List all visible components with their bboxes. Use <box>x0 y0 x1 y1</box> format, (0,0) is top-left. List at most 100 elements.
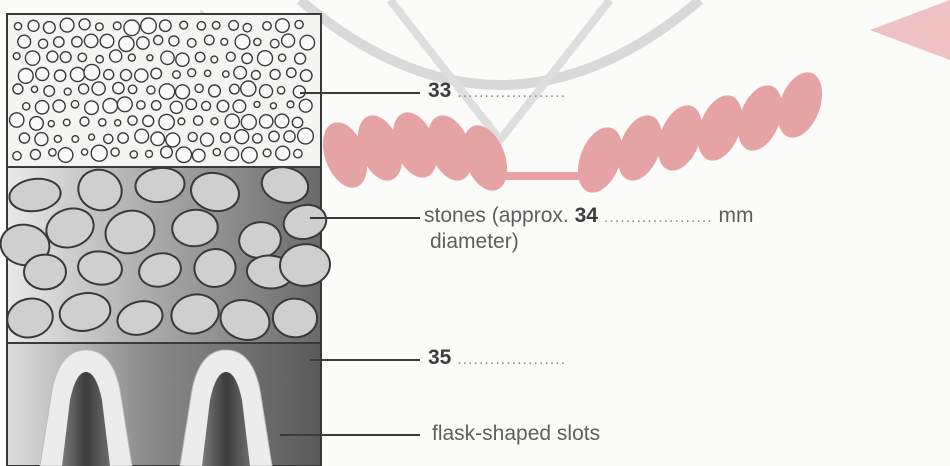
pebble <box>192 149 205 162</box>
pebble <box>104 134 113 143</box>
pebble <box>241 81 256 96</box>
pebble <box>71 101 78 108</box>
pebble <box>58 148 73 163</box>
pebble <box>161 51 174 64</box>
pebble <box>221 38 228 45</box>
pebble <box>217 100 229 112</box>
pebble <box>300 35 315 50</box>
pebble <box>160 20 172 32</box>
pebble <box>270 103 276 109</box>
pebble <box>147 55 153 61</box>
pebble <box>154 36 163 45</box>
pebble <box>118 133 128 143</box>
pebble <box>229 21 239 31</box>
pebble <box>233 100 246 113</box>
pebble <box>293 86 305 98</box>
pebble <box>36 68 49 81</box>
pebble <box>269 131 279 141</box>
pebble <box>161 146 173 158</box>
pebble <box>60 52 71 63</box>
pebble <box>100 34 114 48</box>
pebble <box>197 22 205 30</box>
pebble <box>137 37 149 49</box>
pebble <box>115 120 121 126</box>
pebble <box>299 99 312 112</box>
pebble <box>89 134 95 140</box>
pebble <box>53 100 65 112</box>
pebble <box>124 20 140 36</box>
pebble <box>113 22 121 30</box>
pebble <box>143 116 154 127</box>
pebble <box>44 86 55 97</box>
pebble <box>251 71 260 80</box>
pebble <box>25 51 39 65</box>
pebble <box>173 71 181 79</box>
pebble <box>128 116 137 125</box>
pebble <box>49 149 56 156</box>
pebble <box>254 38 261 45</box>
pebble <box>18 35 31 48</box>
pebble <box>242 53 252 63</box>
pebble <box>103 99 118 114</box>
pebble <box>80 117 89 126</box>
pebble <box>260 115 273 128</box>
pebble <box>221 133 231 143</box>
pebble <box>104 70 114 80</box>
pebble <box>48 121 54 127</box>
label-33: 33 .................... <box>428 79 566 103</box>
pebble <box>201 133 214 146</box>
pebble <box>137 101 145 109</box>
pebble <box>91 145 107 161</box>
pebble <box>31 86 37 92</box>
label-slots: flask-shaped slots <box>432 422 600 446</box>
pebble <box>111 148 119 156</box>
pebble <box>79 19 90 30</box>
pebble <box>279 54 286 61</box>
pebble <box>263 22 271 30</box>
pebble <box>30 150 40 160</box>
layer-fine-pebbles <box>7 14 321 167</box>
pebble <box>72 37 82 47</box>
pebble <box>13 53 20 60</box>
pebble <box>13 152 21 160</box>
answer-blank-34[interactable]: .................... <box>604 209 713 226</box>
label-34-unit: mm <box>719 204 754 227</box>
pebble <box>176 147 191 162</box>
pebble <box>194 116 203 125</box>
pebble <box>211 118 218 125</box>
pebble <box>84 64 100 80</box>
pebble <box>39 39 48 48</box>
pebble <box>117 97 132 112</box>
pebble <box>282 34 295 47</box>
pebble <box>230 84 240 94</box>
pebble <box>186 99 197 110</box>
pebble <box>195 84 203 92</box>
answer-blank-33[interactable]: .................... <box>457 84 566 101</box>
pebble <box>30 117 44 131</box>
pebble <box>211 56 218 63</box>
pebble <box>130 151 137 158</box>
pebble <box>235 34 250 49</box>
pebble <box>295 53 306 64</box>
pebble <box>72 136 79 143</box>
pebble <box>242 147 258 163</box>
pebble <box>23 103 30 110</box>
pebble <box>294 149 302 157</box>
pebble <box>96 56 103 63</box>
pebble <box>10 113 24 127</box>
pebble <box>18 69 33 84</box>
pebble <box>54 135 61 142</box>
pebble <box>295 20 303 28</box>
pebble <box>223 71 229 77</box>
pebble <box>234 66 247 79</box>
pebble <box>205 35 215 45</box>
label-35: 35 .................... <box>428 346 566 370</box>
stone <box>24 254 66 289</box>
pebble <box>300 70 312 82</box>
pebble <box>188 132 197 141</box>
pebble <box>79 84 89 94</box>
pebble <box>78 53 86 61</box>
answer-blank-35[interactable]: .................... <box>457 351 566 368</box>
pebble <box>35 101 48 114</box>
pebble <box>35 133 48 146</box>
